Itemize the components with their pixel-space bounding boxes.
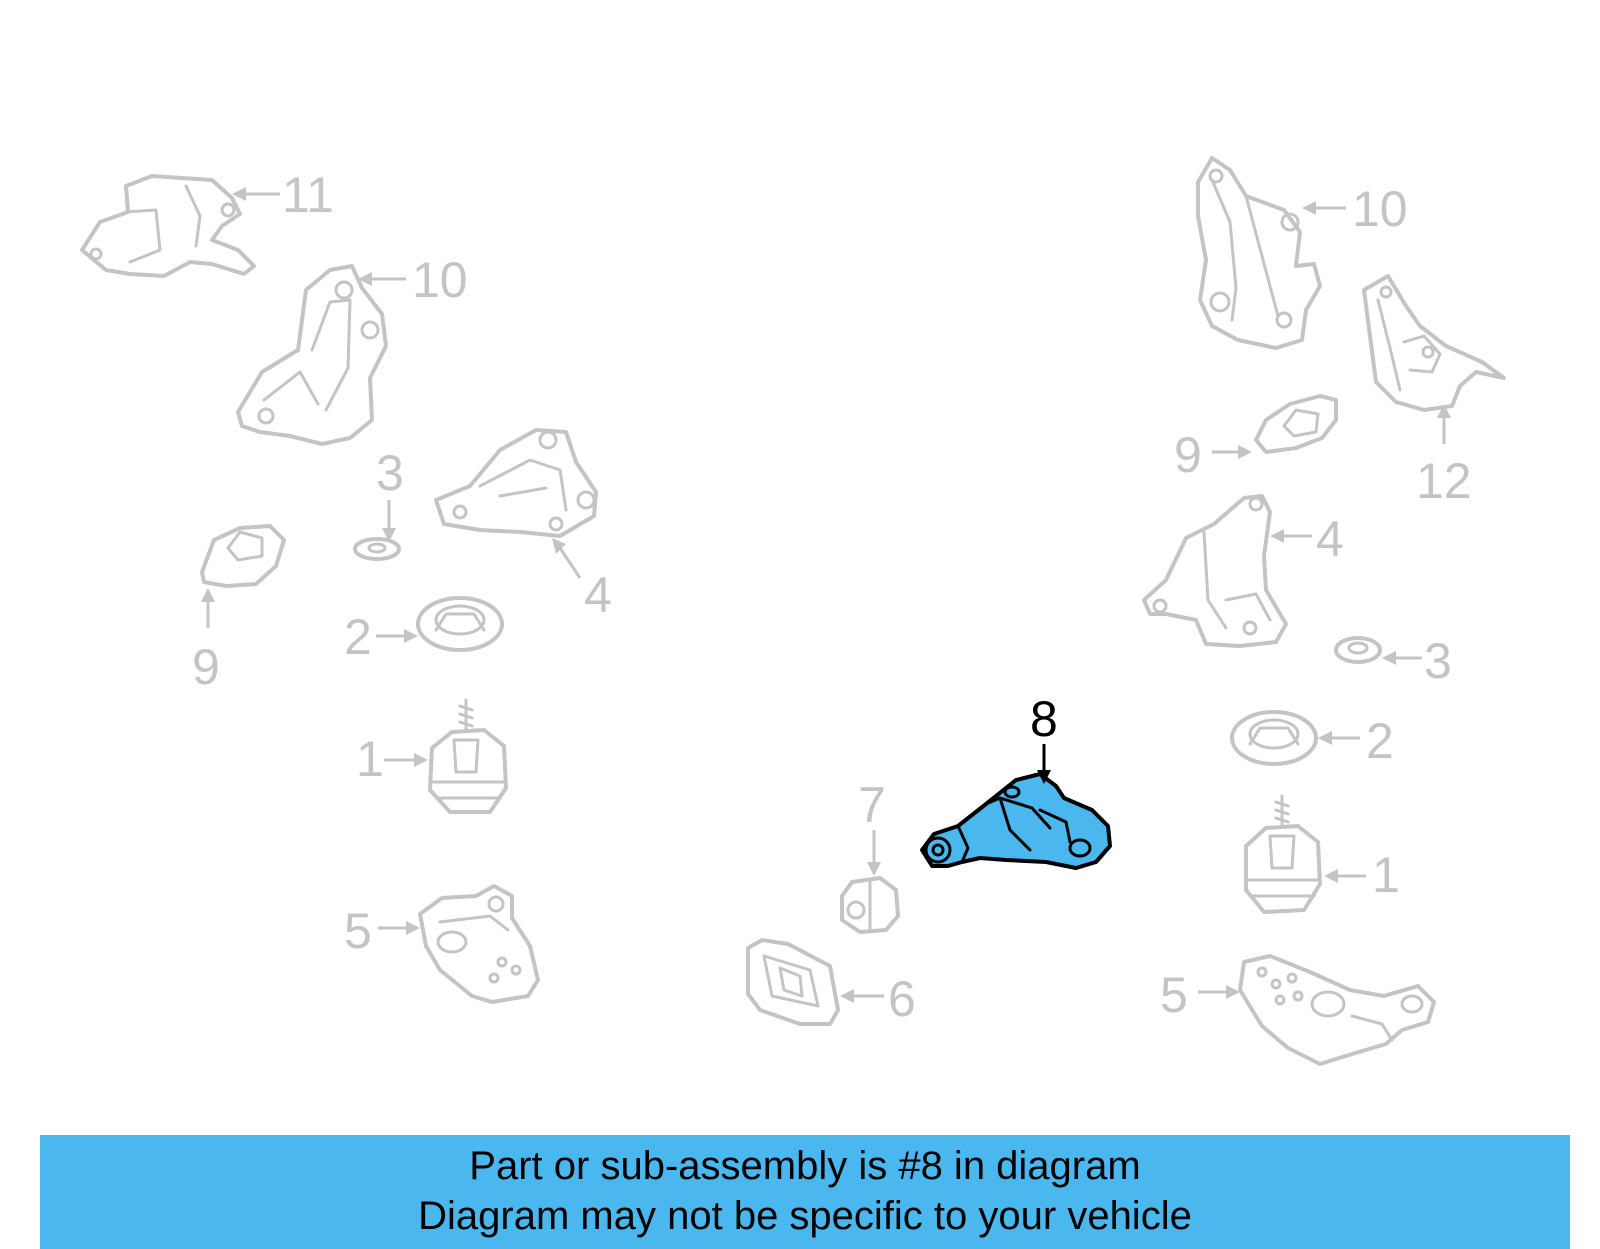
callout-10-right: 10 xyxy=(1352,181,1408,237)
callout-9-right: 9 xyxy=(1174,427,1202,483)
part-5-right[interactable]: 5 xyxy=(1160,954,1436,1066)
callout-3-left: 3 xyxy=(376,445,404,501)
part-10-right[interactable]: 10 xyxy=(1196,156,1408,350)
part-5-left[interactable]: 5 xyxy=(344,884,540,1004)
part-2-right[interactable]: 2 xyxy=(1230,710,1394,769)
callout-1-right: 1 xyxy=(1372,847,1400,903)
callout-11-left: 11 xyxy=(282,167,334,223)
part-6[interactable]: 6 xyxy=(746,938,916,1027)
callout-4-left: 4 xyxy=(584,567,612,623)
banner-line-disclaimer: Diagram may not be specific to your vehi… xyxy=(418,1194,1192,1238)
part-3-right[interactable]: 3 xyxy=(1334,633,1452,689)
part-10-left[interactable]: 10 xyxy=(236,252,468,446)
part-1-right[interactable]: 1 xyxy=(1244,794,1400,914)
part-9-right[interactable]: 9 xyxy=(1174,394,1338,483)
part-8-highlighted[interactable]: 8 xyxy=(920,691,1112,870)
part-4-right[interactable]: 4 xyxy=(1142,494,1344,648)
callout-2-right: 2 xyxy=(1366,713,1394,769)
part-3-left[interactable]: 3 xyxy=(353,445,404,561)
callout-10-left: 10 xyxy=(412,252,468,308)
callout-6: 6 xyxy=(888,971,916,1027)
callout-9-left: 9 xyxy=(192,639,220,695)
part-12[interactable]: 12 xyxy=(1362,274,1506,509)
callout-2-left: 2 xyxy=(344,609,372,665)
callout-1-left: 1 xyxy=(356,731,384,787)
part-1-left[interactable]: 1 xyxy=(356,698,508,814)
callout-5-right: 5 xyxy=(1160,967,1188,1023)
callout-8-highlighted: 8 xyxy=(1030,691,1058,747)
part-9-left[interactable]: 9 xyxy=(192,524,286,695)
callout-3-right: 3 xyxy=(1424,633,1452,689)
banner-line-part: Part or sub-assembly is #8 in diagram xyxy=(469,1144,1141,1188)
callout-12: 12 xyxy=(1416,453,1472,509)
part-11-left[interactable]: 11 xyxy=(80,167,334,278)
part-2-left[interactable]: 2 xyxy=(344,596,504,665)
callout-5-left: 5 xyxy=(344,903,372,959)
info-banner: Part or sub-assembly is #8 in diagram Di… xyxy=(40,1135,1570,1249)
callout-7: 7 xyxy=(858,777,886,833)
part-4-left[interactable]: 4 xyxy=(434,428,612,623)
part-7[interactable]: 7 xyxy=(840,777,900,934)
callout-4-right: 4 xyxy=(1316,511,1344,567)
